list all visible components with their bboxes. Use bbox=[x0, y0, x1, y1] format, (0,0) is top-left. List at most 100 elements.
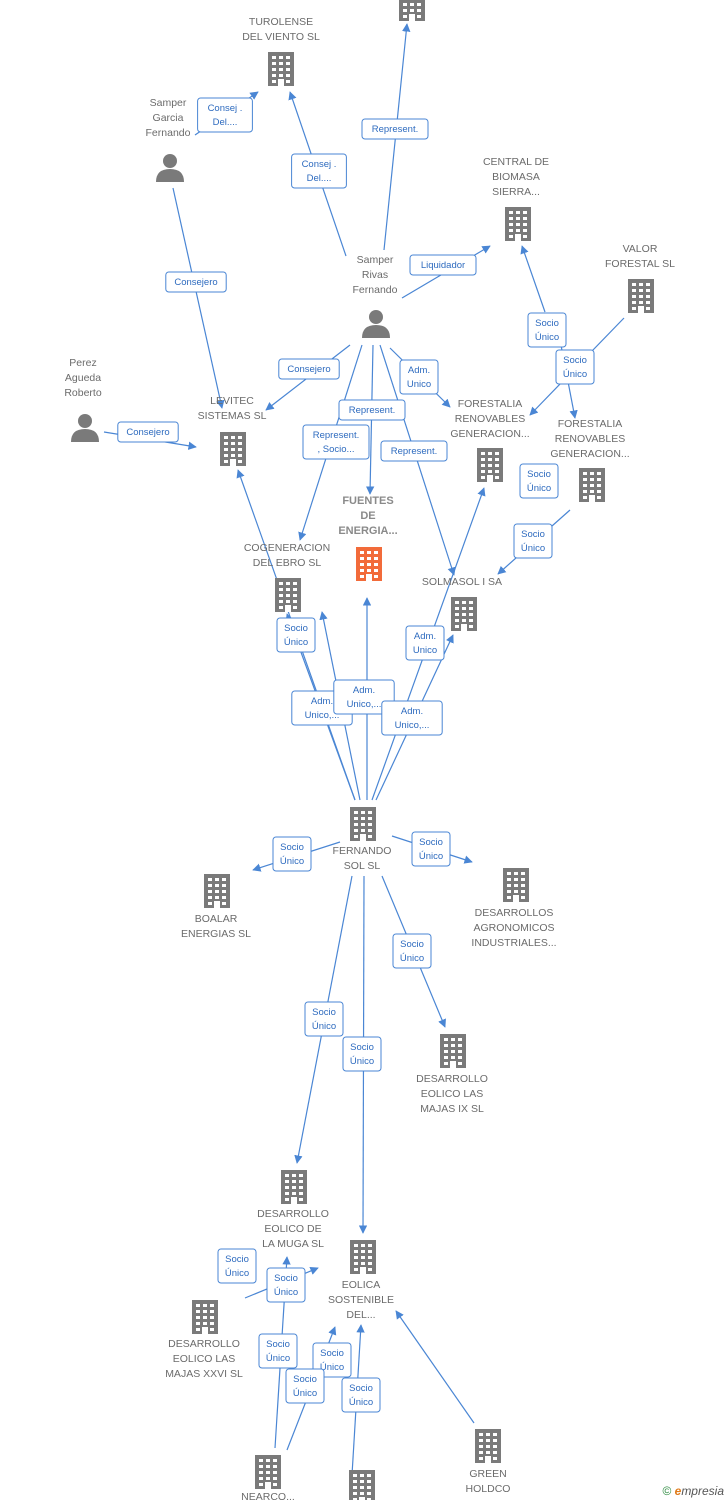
brand-name: mpresia bbox=[681, 1484, 724, 1498]
node-eolica[interactable]: EOLICASOSTENIBLEDEL... bbox=[328, 1240, 394, 1321]
node-fuentes[interactable]: FUENTESDEENERGIA... bbox=[338, 495, 398, 581]
edge-label[interactable]: Represent. bbox=[361, 118, 429, 140]
edge-label-text: Adm. bbox=[414, 631, 436, 642]
edge-label-text: Socio bbox=[225, 1254, 249, 1265]
node-label: EOLICO LAS bbox=[173, 1353, 235, 1365]
edge-label-text: Consejero bbox=[174, 277, 217, 288]
edge-label[interactable]: Consejero bbox=[117, 421, 179, 443]
node-label: SISTEMAS SL bbox=[198, 410, 267, 422]
relation-edge bbox=[395, 1310, 475, 1424]
edge-label-box bbox=[405, 625, 445, 661]
edge-label-box bbox=[276, 617, 316, 653]
node-solmasol[interactable]: SOLMASOL I SA bbox=[422, 576, 502, 631]
edge-label[interactable]: Consejero bbox=[165, 271, 227, 293]
edge-label-box bbox=[513, 523, 553, 559]
edge-label[interactable]: Adm.Unico bbox=[405, 625, 445, 661]
edge-label-text: Único bbox=[274, 1287, 298, 1298]
node-label: FORESTAL SL bbox=[605, 258, 675, 270]
node-b1[interactable]: NEARCO... bbox=[241, 1455, 295, 1500]
node-label: Fernando bbox=[353, 284, 398, 296]
edge-label-text: Único bbox=[225, 1268, 249, 1279]
node-b2[interactable] bbox=[349, 1470, 375, 1500]
edge-label-box bbox=[272, 836, 312, 872]
edge-label[interactable]: Consejero bbox=[278, 358, 340, 380]
edge-label[interactable]: Liquidador bbox=[409, 254, 477, 276]
edge-label-box bbox=[399, 359, 439, 395]
node-label: Agueda bbox=[65, 372, 101, 384]
edge-label[interactable]: Adm.Unico,... bbox=[333, 679, 395, 715]
edge-label[interactable]: Represent. bbox=[338, 399, 406, 421]
building-icon bbox=[505, 207, 531, 241]
node-label: GREEN bbox=[469, 1468, 506, 1480]
edge-label[interactable]: Represent., Socio... bbox=[302, 424, 370, 460]
node-label: SIERRA... bbox=[492, 186, 540, 198]
node-top[interactable] bbox=[399, 0, 425, 21]
building-icon bbox=[350, 807, 376, 841]
edge-label[interactable]: Consej .Del.... bbox=[291, 153, 347, 189]
edge-label-box bbox=[519, 463, 559, 499]
node-label: Garcia bbox=[153, 112, 184, 124]
node-fore1[interactable]: FORESTALIARENOVABLESGENERACION... bbox=[450, 398, 530, 482]
node-label: BOALAR bbox=[195, 913, 238, 925]
node-label: FORESTALIA bbox=[558, 418, 623, 430]
edge-label-box bbox=[380, 440, 448, 462]
building-icon bbox=[628, 279, 654, 313]
node-label: MAJAS IX SL bbox=[420, 1103, 484, 1115]
node-label: EOLICA bbox=[342, 1279, 381, 1291]
edge-label-box bbox=[333, 679, 395, 715]
building-icon bbox=[220, 432, 246, 466]
building-icon bbox=[440, 1034, 466, 1068]
empresia-credit[interactable]: © empresia bbox=[662, 1484, 724, 1498]
edge-label[interactable]: Adm.Unico,... bbox=[381, 700, 443, 736]
edge-label[interactable]: Consej .Del.... bbox=[197, 97, 253, 133]
node-label: EOLICO LAS bbox=[421, 1088, 483, 1100]
edge-label[interactable]: Represent. bbox=[380, 440, 448, 462]
node-agro[interactable]: DESARROLLOSAGRONOMICOSINDUSTRIALES... bbox=[471, 868, 557, 949]
edge-label-text: Socio bbox=[535, 318, 559, 329]
edge-label-box bbox=[285, 1368, 325, 1404]
node-label: RENOVABLES bbox=[555, 433, 625, 445]
building-icon bbox=[268, 52, 294, 86]
edge-label[interactable]: Adm.Unico bbox=[399, 359, 439, 395]
relation-edge bbox=[520, 245, 546, 313]
edge-label-text: Consej . bbox=[208, 103, 243, 114]
edge-label-box bbox=[409, 254, 477, 276]
node-fore2[interactable]: FORESTALIARENOVABLESGENERACION... bbox=[550, 418, 630, 502]
node-label: Samper bbox=[150, 97, 187, 109]
edge-label-box bbox=[217, 1248, 257, 1284]
node-label: RENOVABLES bbox=[455, 413, 525, 425]
building-icon bbox=[451, 597, 477, 631]
edge-label-text: Adm. bbox=[311, 696, 333, 707]
edge-label-box bbox=[117, 421, 179, 443]
node-central[interactable]: CENTRAL DEBIOMASASIERRA... bbox=[483, 156, 549, 241]
